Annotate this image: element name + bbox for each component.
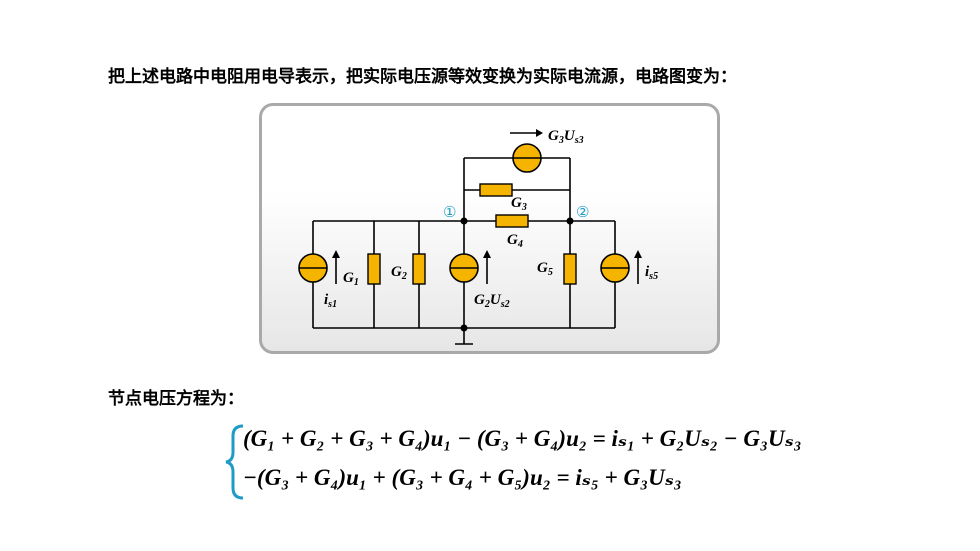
source-g2us2 [449,253,479,283]
label-g3: G3 [511,195,527,213]
node-label-1: ① [443,203,456,221]
label-g5: G5 [537,260,553,278]
circuit-wires [312,157,616,345]
source-is5 [600,253,630,283]
source-g3us3 [512,143,542,173]
equation-2: −(G₃ + G₄)u₁ + (G₃ + G₄ + G₅)u₂ = iₛ₅ + … [243,465,682,490]
label-g4: G4 [507,232,523,250]
section-title: 节点电压方程为： [108,389,244,409]
arrow-is1 [332,250,340,284]
node-label-2: ② [576,203,589,221]
circuit-panel [259,103,720,354]
resistor-g1 [367,253,381,285]
label-is5: is5 [645,264,658,282]
label-g2us2: G2Us2 [474,292,510,310]
arrow-g2us2 [483,250,491,284]
intro-text: 把上述电路中电阻用电导表示，把实际电压源等效变换为实际电流源，电路图变为： [108,67,737,87]
node-dot-ground [460,324,468,332]
resistor-g4 [495,214,529,228]
resistor-g3 [479,183,513,197]
source-is1 [298,253,328,283]
arrow-is5 [634,250,642,284]
label-g2: G2 [391,264,407,282]
resistor-g5 [563,253,577,285]
equation-brace [225,424,244,500]
label-is1: is1 [324,292,337,310]
equation-1: (G₁ + G₂ + G₃ + G₄)u₁ − (G₃ + G₄)u₂ = iₛ… [243,426,802,451]
label-g1: G1 [343,270,359,288]
node-dot-1 [460,217,468,225]
resistor-g2 [412,253,426,285]
arrow-g3us3 [510,129,543,137]
node-dot-2 [566,217,574,225]
label-g3us3: G3Us3 [548,128,584,146]
